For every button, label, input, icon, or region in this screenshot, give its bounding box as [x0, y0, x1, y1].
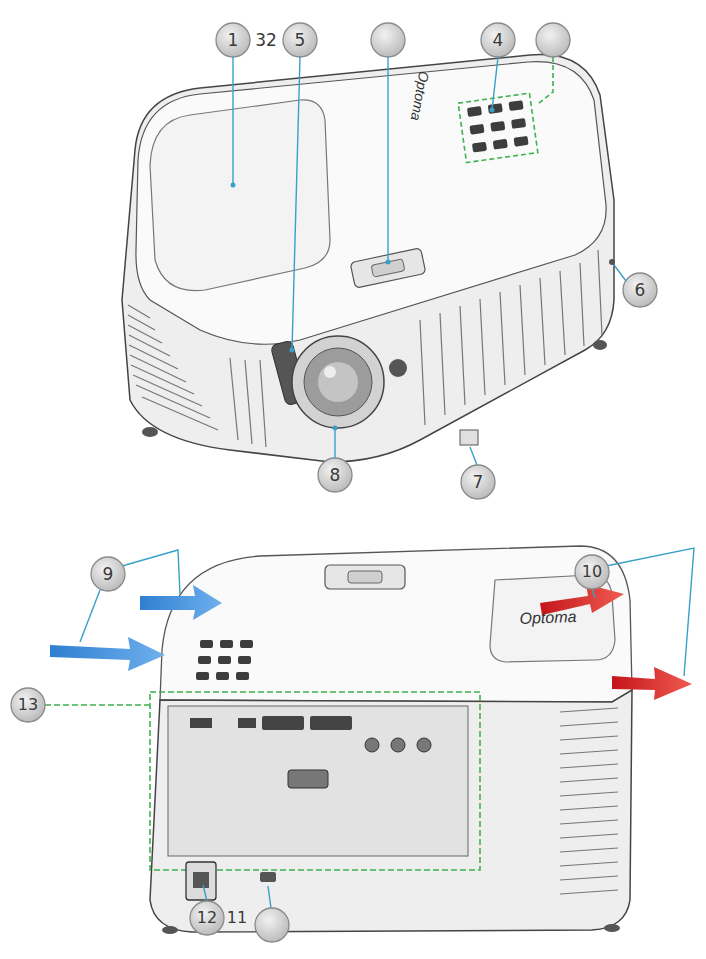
callout-number: 11 — [227, 910, 247, 926]
callout-number: 32 — [255, 32, 277, 49]
callout-number: 1 — [228, 32, 239, 49]
callout-number: 5 — [295, 32, 306, 49]
callout-number: 7 — [473, 474, 484, 491]
brand-logo: Optoma — [519, 609, 576, 627]
callout-number: 8 — [330, 467, 341, 484]
callout-number: 13 — [18, 697, 38, 713]
callout-number: 4 — [493, 32, 504, 49]
callout-number: 12 — [197, 910, 217, 926]
callout-number: 10 — [582, 564, 602, 580]
callout-number: 9 — [103, 566, 114, 583]
callout-number: 6 — [635, 282, 646, 299]
